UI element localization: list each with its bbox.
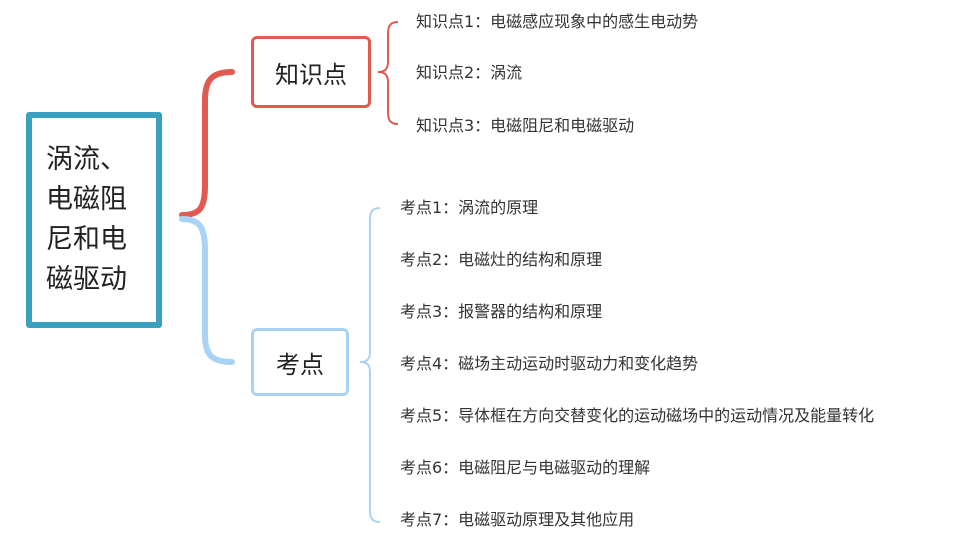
knowledge-item-1: 知识点1：电磁感应现象中的感生电动势: [416, 12, 699, 31]
branch-exam-label: 考点: [276, 350, 324, 379]
branch-knowledge-label: 知识点: [275, 60, 347, 89]
branch-exam-points: 考点: [251, 328, 349, 396]
root-label: 涡流、电磁阻尼和电磁驱动: [46, 144, 127, 295]
exam-item-5: 考点5：导体框在方向交替变化的运动磁场中的运动情况及能量转化: [400, 406, 875, 425]
branch-knowledge-points: 知识点: [251, 36, 371, 108]
exam-item-7: 考点7：电磁驱动原理及其他应用: [400, 510, 635, 529]
exam-item-1: 考点1：涡流的原理: [400, 198, 539, 217]
brace-exam: [359, 207, 381, 523]
exam-item-4: 考点4：磁场主动运动时驱动力和变化趋势: [400, 354, 699, 373]
knowledge-item-3: 知识点3：电磁阻尼和电磁驱动: [416, 116, 635, 135]
exam-item-2: 考点2：电磁灶的结构和原理: [400, 250, 603, 269]
connector-root-to-knowledge: [179, 69, 235, 218]
knowledge-item-2: 知识点2：涡流: [416, 63, 523, 82]
brace-knowledge: [377, 21, 399, 125]
exam-item-6: 考点6：电磁阻尼与电磁驱动的理解: [400, 458, 651, 477]
root-node: 涡流、电磁阻尼和电磁驱动: [26, 112, 162, 328]
connector-root-to-exam: [179, 216, 235, 365]
exam-item-3: 考点3：报警器的结构和原理: [400, 302, 603, 321]
